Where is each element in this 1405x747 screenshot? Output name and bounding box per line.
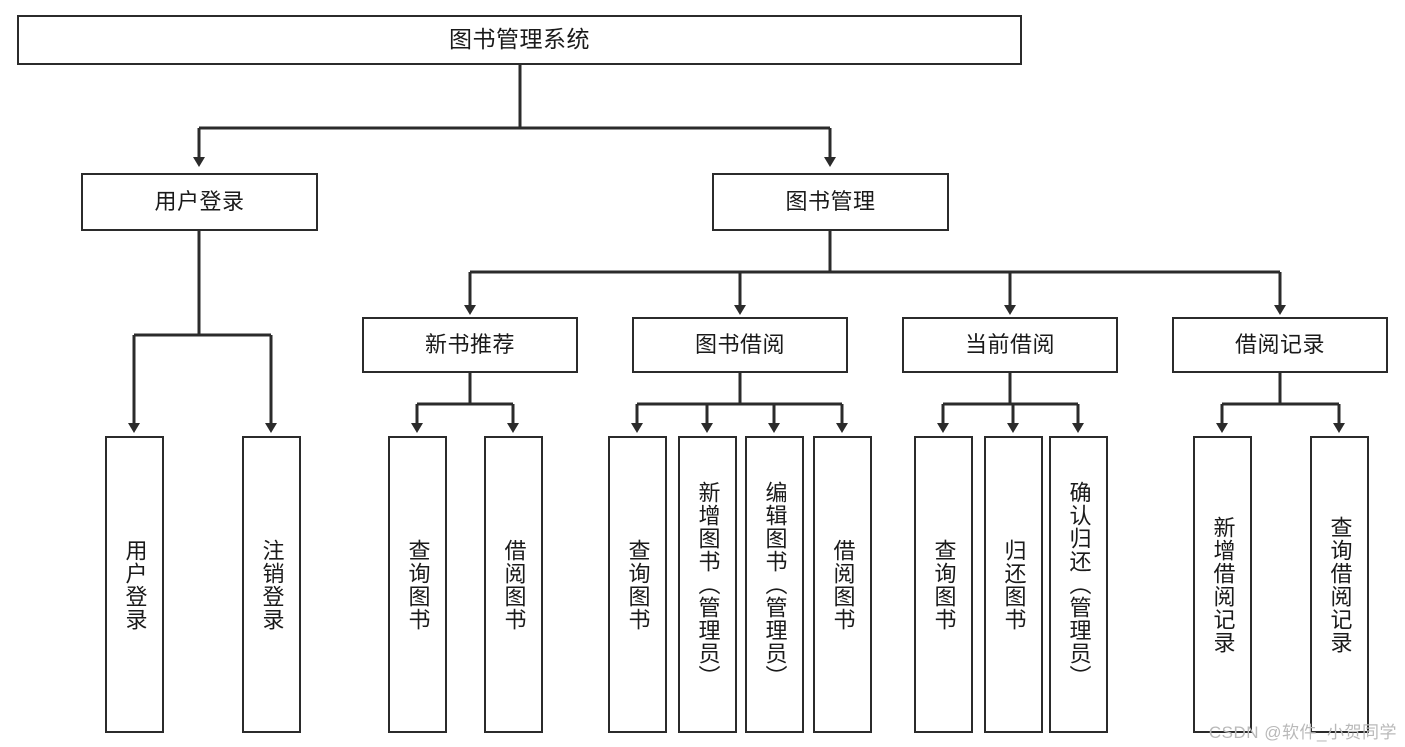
node-user-login[interactable]: 用户登录: [81, 173, 318, 231]
node-leaf-user-logout[interactable]: 注销登录: [242, 436, 301, 733]
node-root-label: 图书管理系统: [449, 26, 590, 53]
node-current-borrow-label: 当前借阅: [964, 331, 1055, 357]
node-leaf-return-book[interactable]: 归还图书: [984, 436, 1043, 733]
node-user-login-label: 用户登录: [154, 188, 245, 214]
node-book-borrow-label: 图书借阅: [694, 331, 785, 357]
node-current-borrow[interactable]: 当前借阅: [902, 317, 1118, 373]
node-leaf-user-logout-label: 注销登录: [259, 538, 285, 631]
node-leaf-add-book-label: 新增图书（管理员）: [695, 481, 721, 688]
node-leaf-add-book[interactable]: 新增图书（管理员）: [678, 436, 737, 733]
node-leaf-query-book-3[interactable]: 查询图书: [914, 436, 973, 733]
node-leaf-query-book-2-label: 查询图书: [625, 538, 651, 631]
node-leaf-query-book-2[interactable]: 查询图书: [608, 436, 667, 733]
node-leaf-confirm-return[interactable]: 确认归还（管理员）: [1049, 436, 1108, 733]
node-leaf-query-record-label: 查询借阅记录: [1327, 515, 1353, 654]
node-borrow-record-label: 借阅记录: [1234, 331, 1325, 357]
node-book-manage[interactable]: 图书管理: [712, 173, 949, 231]
node-leaf-add-record-label: 新增借阅记录: [1210, 515, 1236, 654]
node-new-book-rec-label: 新书推荐: [424, 331, 515, 357]
node-leaf-borrow-book-1-label: 借阅图书: [501, 538, 527, 631]
node-leaf-edit-book-label: 编辑图书（管理员）: [762, 481, 788, 688]
node-leaf-query-book-1[interactable]: 查询图书: [388, 436, 447, 733]
node-leaf-user-login[interactable]: 用户登录: [105, 436, 164, 733]
node-leaf-borrow-book-1[interactable]: 借阅图书: [484, 436, 543, 733]
node-leaf-borrow-book-2[interactable]: 借阅图书: [813, 436, 872, 733]
node-borrow-record[interactable]: 借阅记录: [1172, 317, 1388, 373]
node-leaf-edit-book[interactable]: 编辑图书（管理员）: [745, 436, 804, 733]
node-leaf-user-login-label: 用户登录: [122, 538, 148, 631]
node-leaf-query-record[interactable]: 查询借阅记录: [1310, 436, 1369, 733]
watermark: CSDN @软件_小贺同学: [1208, 723, 1397, 742]
node-leaf-query-book-1-label: 查询图书: [405, 538, 431, 631]
node-book-manage-label: 图书管理: [785, 188, 876, 214]
node-leaf-borrow-book-2-label: 借阅图书: [830, 538, 856, 631]
node-leaf-add-record[interactable]: 新增借阅记录: [1193, 436, 1252, 733]
node-leaf-confirm-return-label: 确认归还（管理员）: [1066, 481, 1092, 688]
node-root[interactable]: 图书管理系统: [17, 15, 1022, 65]
node-new-book-rec[interactable]: 新书推荐: [362, 317, 578, 373]
node-book-borrow[interactable]: 图书借阅: [632, 317, 848, 373]
node-leaf-query-book-3-label: 查询图书: [931, 538, 957, 631]
node-leaf-return-book-label: 归还图书: [1001, 538, 1027, 631]
